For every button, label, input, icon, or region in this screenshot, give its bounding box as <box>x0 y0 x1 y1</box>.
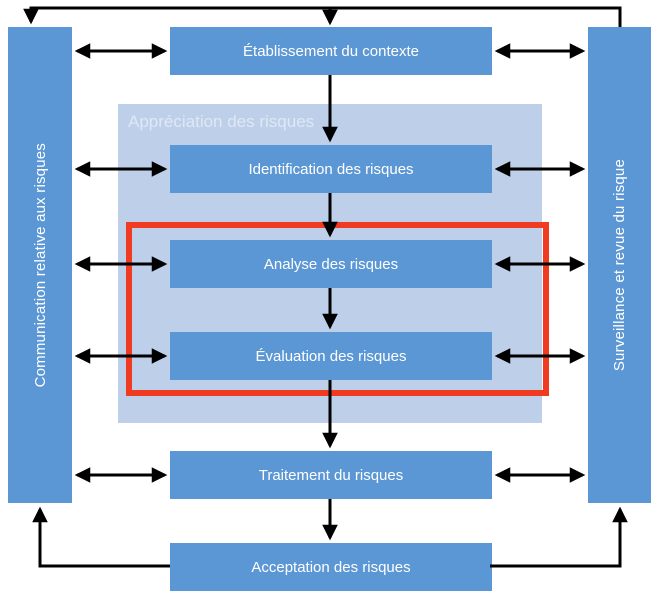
node-traitement-label: Traitement du risques <box>258 466 404 484</box>
arrow-acceptation-to-right-bar <box>490 506 628 568</box>
arrow-top-feedback-line <box>23 6 622 27</box>
node-analyse-des-risques: Analyse des risques <box>170 240 492 288</box>
node-evaluation-label: Évaluation des risques <box>255 347 407 365</box>
node-identification-des-risques: Identification des risques <box>170 145 492 193</box>
node-identification-label: Identification des risques <box>248 160 414 178</box>
sidebar-surveillance-label: Surveillance et revue du risque <box>611 158 628 372</box>
arrow-acceptation-to-left-bar <box>32 506 170 568</box>
node-etablissement-label: Établissement du contexte <box>243 42 419 60</box>
group-appreciation-label: Appréciation des risques <box>128 112 315 131</box>
sidebar-surveillance: Surveillance et revue du risque <box>588 27 651 503</box>
node-evaluation-des-risques: Évaluation des risques <box>170 332 492 380</box>
node-acceptation-label: Acceptation des risques <box>251 558 411 576</box>
node-acceptation-des-risques: Acceptation des risques <box>170 543 492 591</box>
highlight-rectangle <box>126 222 549 396</box>
sidebar-communication: Communication relative aux risques <box>8 27 72 503</box>
sidebar-communication-label: Communication relative aux risques <box>31 142 49 388</box>
node-traitement-du-risques: Traitement du risques <box>170 451 492 499</box>
node-analyse-label: Analyse des risques <box>263 255 399 273</box>
node-etablissement-du-contexte: Établissement du contexte <box>170 27 492 75</box>
